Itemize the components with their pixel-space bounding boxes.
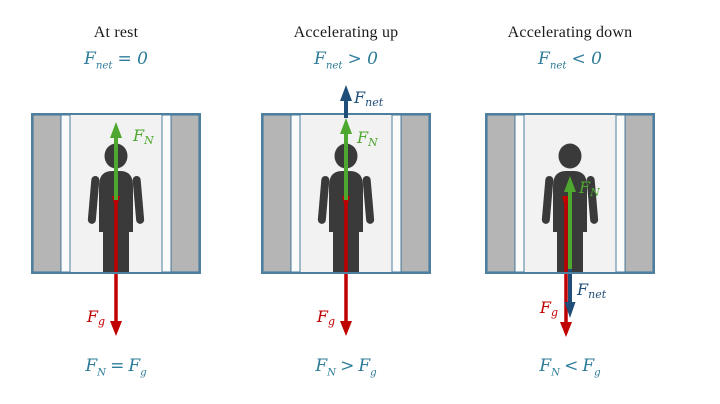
eq-relation: = 0 [117,49,148,69]
eq-symbol: F [84,49,96,69]
net-force-arrow [564,269,576,318]
elevator-door-edge-left [514,114,525,273]
net-force-equation: Fnet > 0 [236,49,456,71]
force-comparison-equation: FN>Fg [236,356,456,378]
elevator-door-edge-left [60,114,71,273]
elevator-figure: Fnet FN Fg [261,85,431,336]
eq-subscript: N [551,367,561,379]
eq-symbol: F [582,356,595,376]
panel-title: Accelerating up [293,24,399,41]
normal-force-label: FN [578,178,600,199]
normal-force-arrow [110,122,122,200]
net-force-label: Fnet [576,280,607,301]
eq-symbol: F [315,356,328,376]
panel-title: Accelerating down [507,24,633,41]
normal-force-label: FN [132,126,154,147]
force-comparison-equation: FN=Fg [6,356,226,378]
normal-force-label: FN [356,128,378,149]
eq-operator: < [564,356,579,376]
eq-symbol: F [314,49,326,69]
eq-operator: = [110,356,125,376]
net-force-arrow [340,85,352,118]
elevator-figure: FN Fnet Fg [485,113,655,337]
net-force-label: Fnet [353,88,384,109]
elevator-wall-right [400,114,430,273]
panel-at-rest: At rest Fnet= 0 FN Fg F [6,0,226,404]
net-force-equation: Fnet < 0 [460,49,680,71]
elevator-wall-right [170,114,200,273]
eq-symbol: F [539,356,552,376]
eq-subscript: N [97,367,107,379]
eq-symbol: F [85,356,98,376]
eq-symbol: F [538,49,550,69]
panel-title: At rest [93,24,139,41]
elevator-door-edge-right [391,114,402,273]
eq-subscript: net [95,60,113,72]
eq-subscript: net [549,60,567,72]
elevator-wall-left [486,114,516,273]
elevator-wall-right [624,114,654,273]
gravity-force-label: Fg [316,307,335,328]
elevator-door-edge-right [161,114,172,273]
elevator-door-edge-left [290,114,301,273]
elevator-wall-left [32,114,62,273]
net-force-equation: Fnet = 0 [6,49,226,71]
eq-relation: < 0 [571,49,602,69]
eq-relation: > 0 [347,49,378,69]
force-comparison-equation: FN<Fg [460,356,680,378]
elevator-door-edge-right [615,114,626,273]
panel-accelerating-down: Accelerating down Fnet < 0 [460,0,680,404]
gravity-force-label: Fg [539,298,558,319]
panel-accelerating-up: Accelerating up Fnet > 0 [236,0,456,404]
elevator-frame [485,113,655,274]
gravity-force-label: Fg [86,307,105,328]
eq-symbol: F [128,356,141,376]
eq-subscript: net [325,60,343,72]
normal-force-arrow [340,118,352,200]
eq-symbol: F [358,356,371,376]
eq-subscript: N [327,367,337,379]
eq-subscript: g [140,367,147,379]
normal-force-arrow [564,176,576,269]
elevator-figure: FN Fg [31,113,201,336]
eq-subscript: g [370,367,377,379]
elevator-frame [31,113,201,274]
eq-subscript: g [594,367,601,379]
elevator-wall-left [262,114,292,273]
eq-operator: > [340,356,355,376]
